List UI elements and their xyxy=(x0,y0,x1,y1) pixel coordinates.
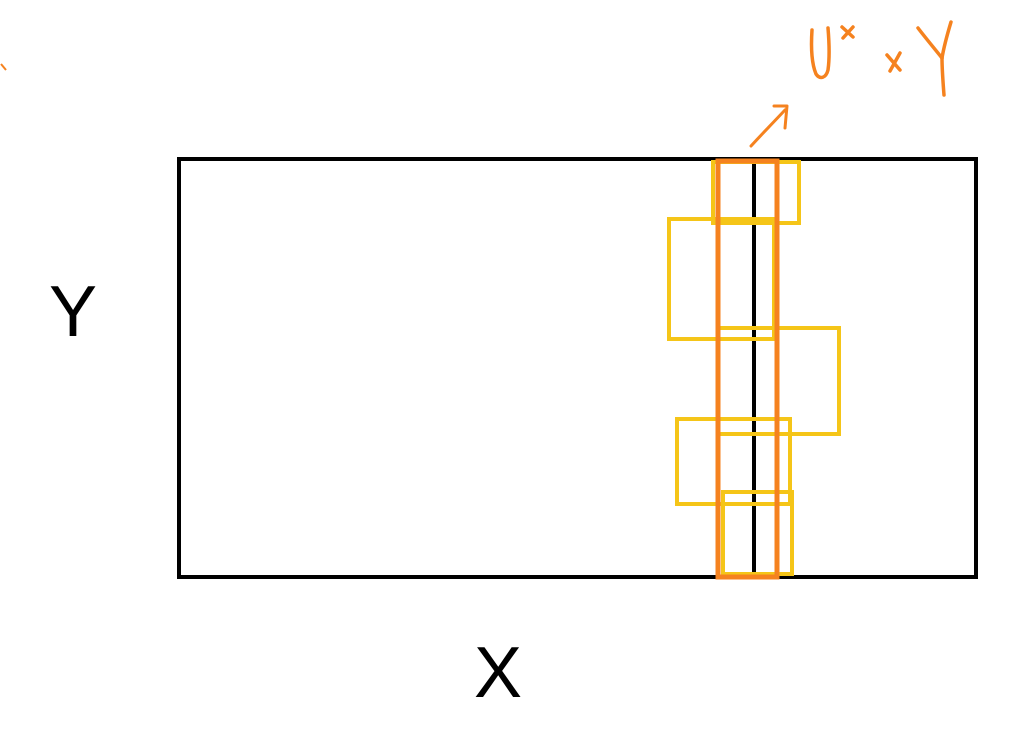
edge-mark xyxy=(0,63,7,71)
yellow-box-4 xyxy=(675,417,792,506)
domain-rectangle xyxy=(177,157,978,579)
x-axis-label: X xyxy=(474,633,522,713)
yellow-box-5 xyxy=(721,490,794,576)
y-axis-label: Y xyxy=(49,272,97,352)
yellow-box-2 xyxy=(667,217,776,341)
handwritten-arrow-icon xyxy=(749,104,789,148)
orange-tube-rectangle xyxy=(715,158,780,580)
handwritten-note-ux-times-y xyxy=(809,20,953,97)
